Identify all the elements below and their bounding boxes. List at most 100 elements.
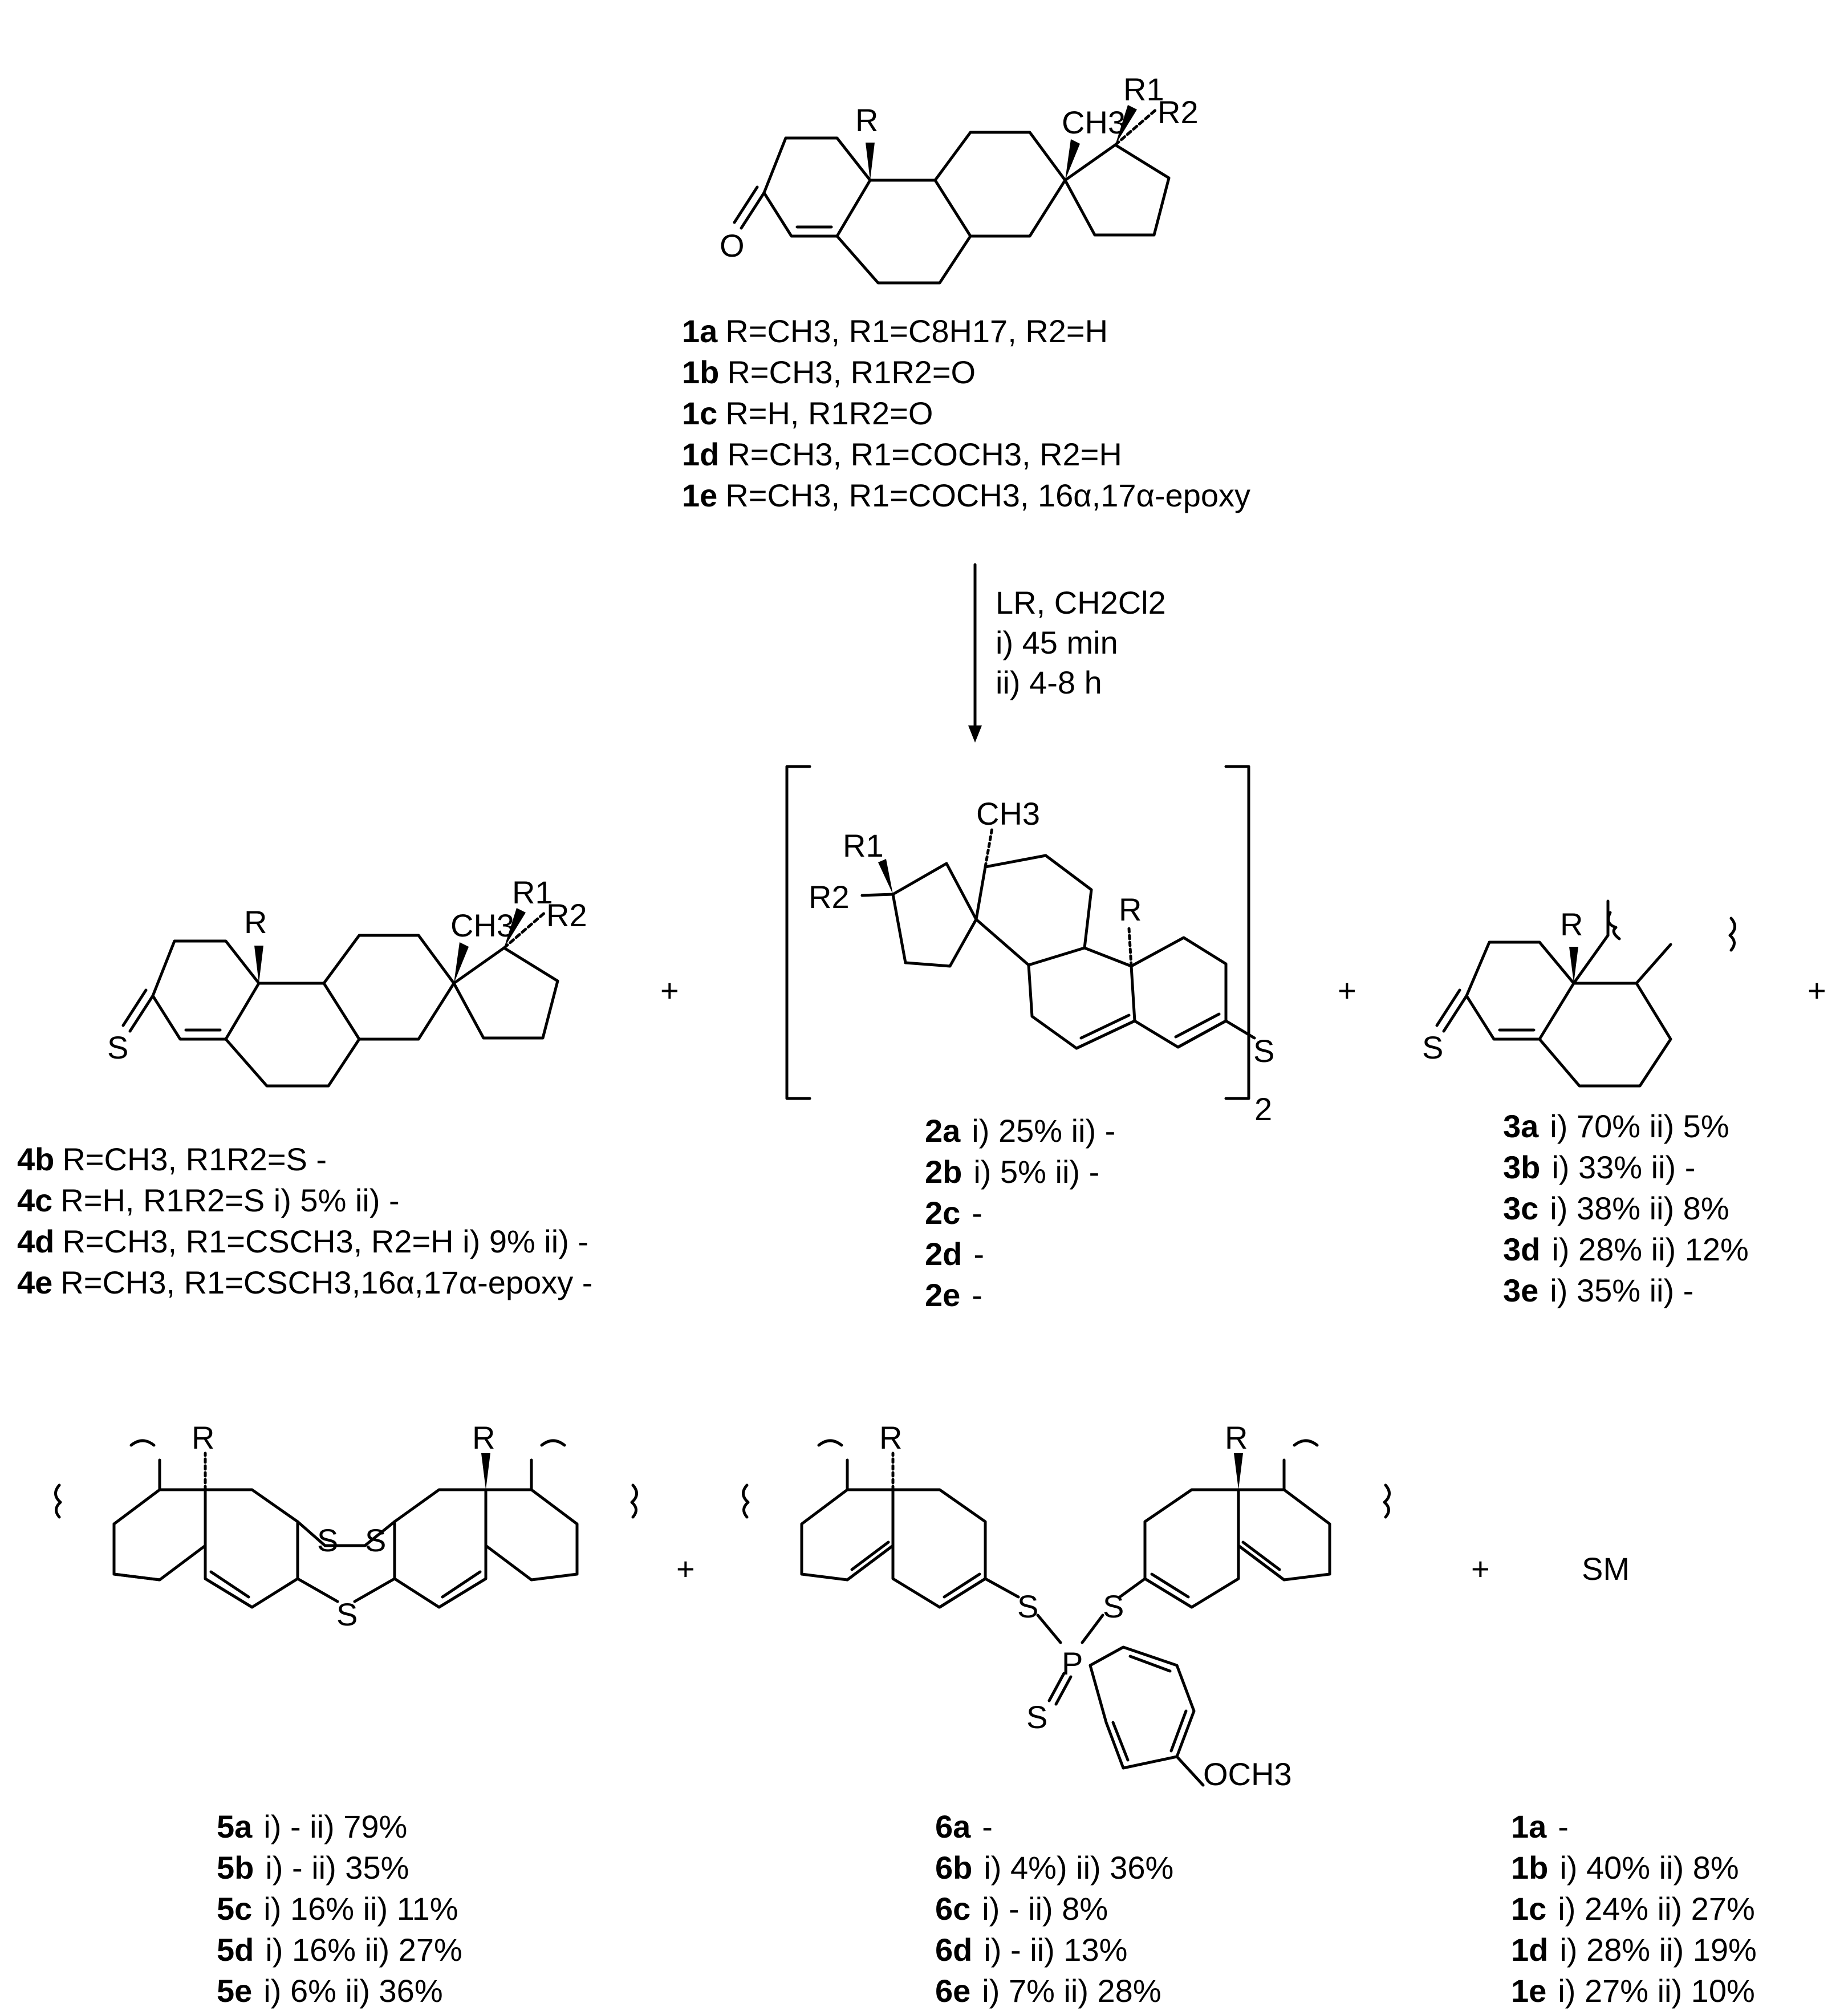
svg-text:1ei) 27% ii) 10%: 1e i) 27% ii) 10% — [1511, 1973, 1755, 2009]
row-id: 2a — [925, 1113, 961, 1149]
row-text: - — [972, 1277, 982, 1313]
svg-text:1bi) 40% ii) 8%: 1bi) 40% ii) 8% — [1511, 1850, 1739, 1886]
variant-text: R=CH3, R1=C8H17, R2=H — [725, 313, 1108, 349]
row-text: - — [972, 1195, 982, 1231]
row-text: i) 24% ii) 27% — [1558, 1891, 1754, 1927]
row-id: 3b — [1503, 1149, 1540, 1185]
svg-text:5ei) 6% ii) 36%: 5ei) 6% ii) 36% — [217, 1973, 443, 2009]
conditions-time-2: ii) 4-8 h — [996, 664, 1102, 700]
row-text: R=CH3, R1=CSCH3,16α,17α-epoxy - — [60, 1264, 592, 1300]
row-text: i) 33% ii) - — [1551, 1149, 1695, 1185]
row-id: 1d — [1511, 1932, 1548, 1968]
conditions-reagent: LR, CH2Cl2 — [996, 585, 1166, 621]
row-text: R=H, R1R2=S i) 5% ii) - — [60, 1182, 399, 1218]
svg-text:1ci) 24% ii) 27%: 1ci) 24% ii) 27% — [1511, 1891, 1755, 1927]
svg-text:2ai) 25% ii) -: 2ai) 25% ii) - — [925, 1113, 1115, 1149]
row-id: 3d — [1503, 1231, 1540, 1267]
dimer-count-label: 2 — [1254, 1091, 1272, 1127]
c13-ch3-label: CH3 — [976, 796, 1040, 832]
row-text: - — [982, 1809, 993, 1844]
thione-s-label: S — [1422, 1029, 1443, 1065]
svg-text:1a-: 1a- — [1511, 1809, 1569, 1844]
row-text: i) 4%) ii) 36% — [984, 1850, 1173, 1886]
svg-text:6di) - ii) 13%: 6d i) - ii) 13% — [935, 1932, 1127, 1968]
compound-3-structure — [1435, 899, 1736, 1088]
row-text: i) 7% ii) 28% — [982, 1973, 1161, 2009]
plus-sign: + — [660, 972, 679, 1008]
svg-text:3ai) 70% ii) 5%: 3ai) 70% ii) 5% — [1503, 1108, 1729, 1144]
left-r-label: R — [192, 1420, 214, 1455]
variant-id: 1b — [682, 354, 719, 390]
compound-2-structure — [785, 765, 1256, 1100]
plus-sign: + — [1471, 1551, 1490, 1587]
variant-text: R=CH3, R1=COCH3, 16α,17α-epoxy — [725, 477, 1250, 513]
row-text: i) 16% ii) 11% — [263, 1891, 458, 1927]
svg-text:1di) 28% ii) 19%: 1di) 28% ii) 19% — [1511, 1932, 1757, 1968]
compound-1-skeleton — [733, 105, 1171, 285]
carbonyl-o-label: O — [720, 228, 745, 263]
row-id: 2e — [925, 1277, 960, 1313]
compound-6-structure — [742, 1439, 1391, 1787]
c17-r1-label: R1 — [512, 874, 553, 910]
row-id: 1e — [1511, 1973, 1546, 2009]
row-text: - — [973, 1236, 984, 1272]
svg-text:4bR=CH3, R1R2=S -: 4bR=CH3, R1R2=S - — [17, 1141, 327, 1177]
c10-r-label: R — [1560, 906, 1583, 942]
row-id: 5a — [217, 1809, 253, 1844]
row-id: 6e — [935, 1973, 970, 2009]
row-text: i) - ii) 8% — [982, 1891, 1108, 1927]
row-id: 2c — [925, 1195, 960, 1231]
right-s-label: S — [1103, 1588, 1124, 1624]
row-text: i) 16% ii) 27% — [265, 1932, 462, 1968]
svg-text:1dR=CH3, R1=COCH3, R2=H: 1dR=CH3, R1=COCH3, R2=H — [682, 436, 1122, 472]
row-text: - — [1558, 1809, 1569, 1844]
c17-r1-label: R1 — [1123, 71, 1164, 107]
compound-5-structure — [54, 1439, 638, 1609]
svg-text:5di) 16% ii) 27%: 5d i) 16% ii) 27% — [217, 1932, 462, 1968]
c10-r-label: R — [244, 904, 267, 940]
sulfur-3-label: S — [336, 1596, 358, 1632]
row-id: 4e — [17, 1264, 52, 1300]
c17-r2-label: R2 — [1157, 94, 1199, 130]
phosphorus-label: P — [1062, 1645, 1083, 1681]
svg-text:6ci) - ii) 8%: 6ci) - ii) 8% — [935, 1891, 1108, 1927]
svg-text:4eR=CH3, R1=CSCH3,16α,17α-epox: 4eR=CH3, R1=CSCH3,16α,17α-epoxy - — [17, 1264, 592, 1300]
row-text: i) 27% ii) 10% — [1558, 1973, 1754, 2009]
svg-text:2c-: 2c- — [925, 1195, 982, 1231]
variant-id: 1c — [682, 395, 717, 431]
methoxy-label: OCH3 — [1203, 1756, 1292, 1792]
row-id: 5d — [217, 1932, 254, 1968]
svg-text:2e-: 2e- — [925, 1277, 982, 1313]
variant-text: R=CH3, R1R2=O — [727, 354, 976, 390]
c17-r2-label: R2 — [809, 879, 850, 915]
row-id: 2b — [925, 1154, 962, 1190]
row-text: i) 28% ii) 12% — [1551, 1231, 1748, 1267]
svg-text:3bi) 33% ii) -: 3b i) 33% ii) - — [1503, 1149, 1695, 1185]
right-r-label: R — [472, 1420, 495, 1455]
row-id: 1b — [1511, 1850, 1548, 1886]
sulfur-1-label: S — [317, 1522, 338, 1558]
row-id: 1a — [1511, 1809, 1547, 1844]
row-id: 3e — [1503, 1272, 1538, 1308]
svg-text:6bi) 4%) ii) 36%: 6b i) 4%) ii) 36% — [935, 1850, 1173, 1886]
sm-label: SM — [1582, 1551, 1630, 1587]
right-r-label: R — [1225, 1420, 1248, 1455]
compound-4-structure — [121, 908, 559, 1088]
row-text: i) - ii) 13% — [984, 1932, 1127, 1968]
svg-text:3ei) 35% ii) -: 3ei) 35% ii) - — [1503, 1272, 1693, 1308]
row-id: 2d — [925, 1236, 962, 1272]
plus-sign: + — [1808, 972, 1826, 1008]
variant-id: 1e — [682, 477, 717, 513]
svg-text:4dR=CH3, R1=CSCH3, R2=H i) 9%: 4dR=CH3, R1=CSCH3, R2=H i) 9% ii) - — [17, 1223, 588, 1259]
row-id: 6d — [935, 1932, 972, 1968]
thiophosphoryl-s-label: S — [1026, 1699, 1047, 1735]
row-id: 6b — [935, 1850, 972, 1886]
row-text: i) - ii) 35% — [265, 1850, 409, 1886]
